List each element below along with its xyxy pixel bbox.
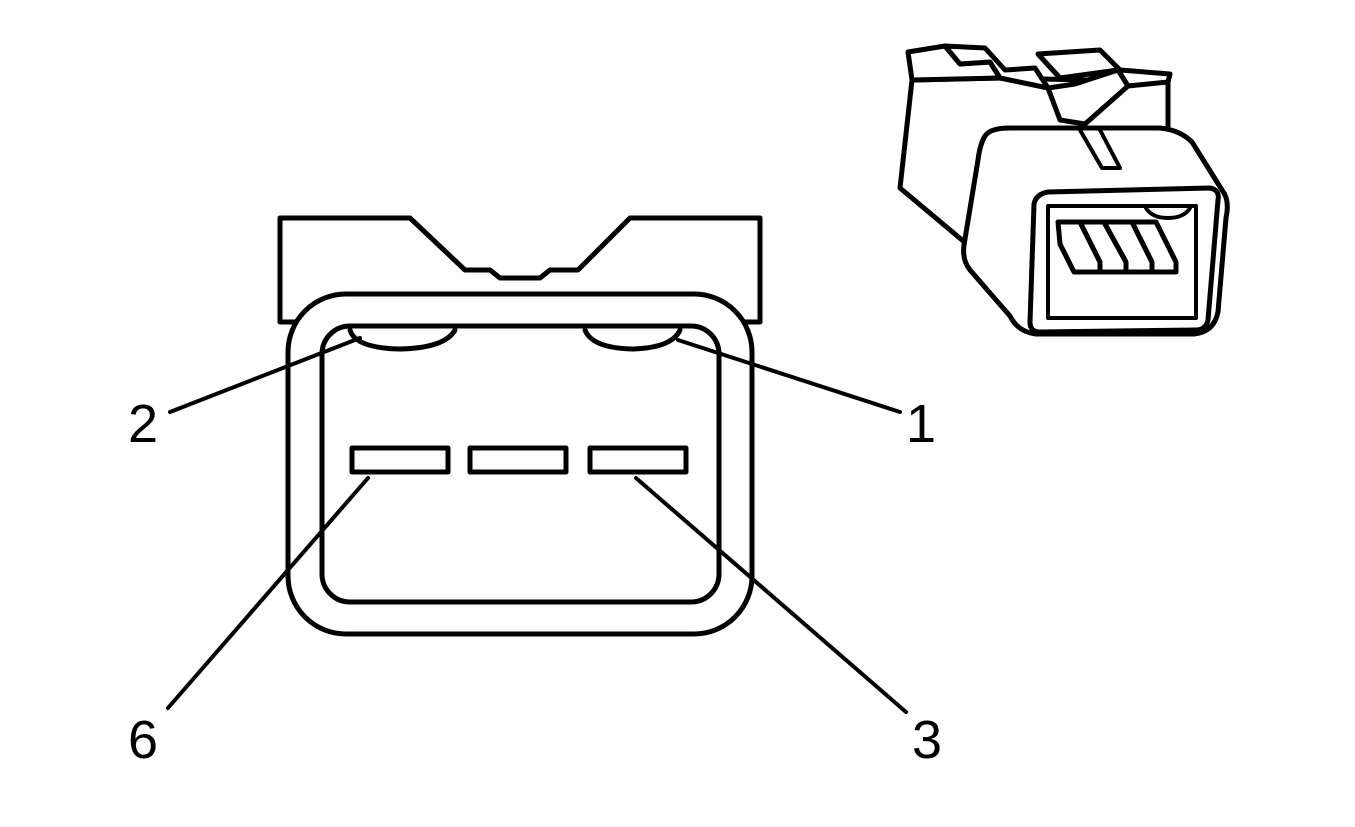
pin-label-1: 1 xyxy=(906,394,936,454)
outer-housing xyxy=(285,291,755,637)
leader-line-1 xyxy=(676,338,902,414)
pin-label-2: 2 xyxy=(128,394,158,454)
pin-label-6: 6 xyxy=(128,710,158,770)
leader-line-2 xyxy=(168,336,362,414)
blade-terminal-center xyxy=(467,445,569,475)
iso-blade-4 xyxy=(1129,219,1179,275)
iso-shroud-slot xyxy=(1078,128,1122,170)
connector-isometric-view xyxy=(897,43,1230,337)
round-terminal-1 xyxy=(582,327,683,352)
leader-line-6 xyxy=(166,476,370,710)
iso-latch-arm xyxy=(1045,67,1131,127)
iso-latch-right xyxy=(1035,47,1173,89)
blade-terminal-6 xyxy=(349,445,451,475)
pin-label-3: 3 xyxy=(912,710,942,770)
inner-cavity xyxy=(319,323,722,605)
blade-terminal-3 xyxy=(587,445,689,475)
connector-face-view: 2 1 6 3 xyxy=(128,215,942,770)
iso-round-terminal xyxy=(1144,206,1192,220)
leader-line-3 xyxy=(634,476,908,714)
iso-inner-opening xyxy=(1046,204,1198,320)
